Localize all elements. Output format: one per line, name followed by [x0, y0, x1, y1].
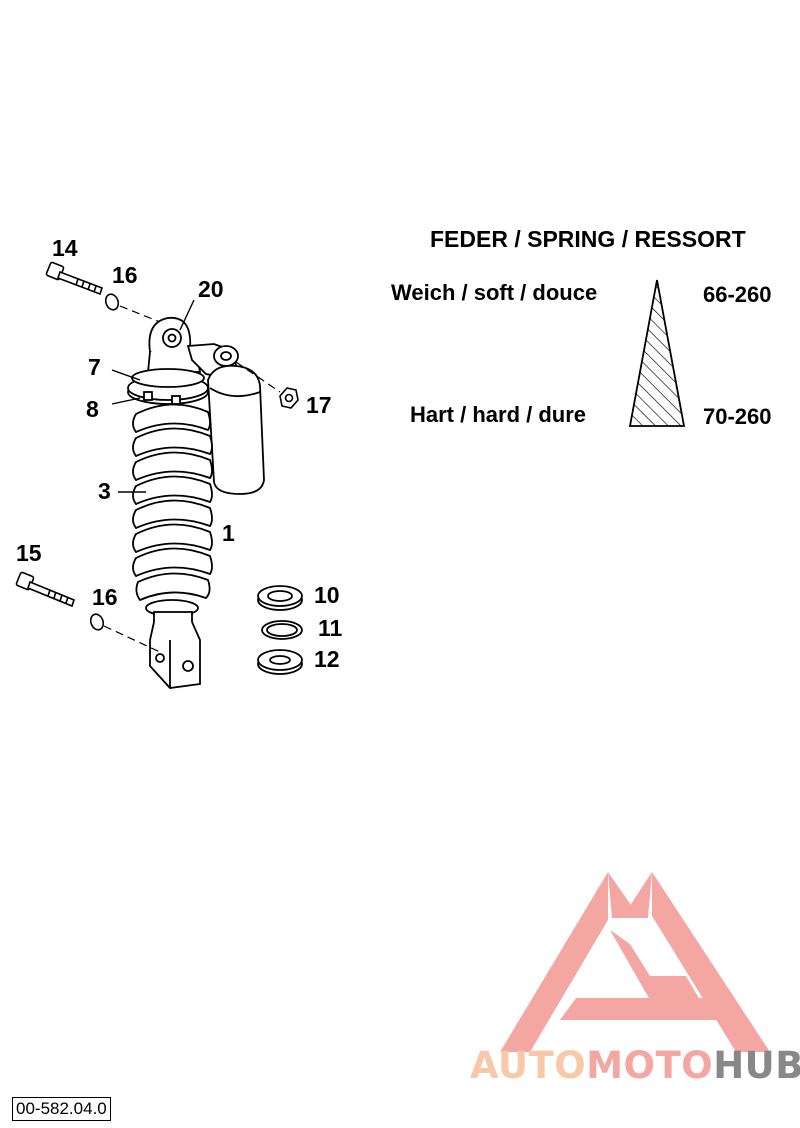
ring-11: [261, 620, 303, 640]
nut: [279, 387, 299, 409]
watermark-text: AUTOMOTOHUB: [470, 1044, 800, 1087]
bolt-lower: [15, 571, 75, 608]
spacer-ring-10: [257, 585, 303, 611]
spring-row-soft-value: 66-260: [703, 282, 772, 307]
hardness-wedge: [628, 279, 686, 427]
callout-3: 3: [98, 478, 111, 504]
spring-table-title: FEDER / SPRING / RESSORT: [430, 226, 746, 252]
reservoir: [186, 343, 265, 495]
axis-line-nut: [235, 361, 281, 393]
callout-16-upper: 16: [112, 262, 138, 288]
callout-12: 12: [314, 646, 340, 672]
callout-11: 11: [318, 615, 343, 641]
leader-lines: [111, 299, 195, 493]
watermark-logo: [500, 872, 770, 1052]
callout-20: 20: [198, 276, 224, 302]
callout-7: 7: [88, 354, 101, 380]
washer-lower: [89, 613, 105, 631]
lower-clevis: [145, 599, 201, 689]
callout-16-lower: 16: [92, 584, 118, 610]
coil-spring: [132, 403, 213, 602]
spring-row-hard-value: 70-260: [703, 404, 772, 429]
callout-10: 10: [314, 582, 340, 608]
spring-row-hard-label: Hart / hard / dure: [410, 402, 587, 427]
spring-row-soft-label: Weich / soft / douce: [391, 280, 598, 305]
reference-number: 00-582.04.0: [12, 1097, 111, 1121]
callout-8: 8: [86, 396, 99, 422]
spring-seat-12: [257, 649, 303, 675]
callout-15: 15: [16, 540, 42, 566]
axis-line-upper: [119, 305, 161, 323]
bolt-upper: [45, 261, 104, 296]
axis-line-lower: [103, 625, 161, 653]
callout-17: 17: [306, 392, 332, 418]
callout-1: 1: [222, 520, 235, 546]
callout-14: 14: [52, 235, 78, 261]
preload-rings: [127, 368, 209, 405]
washer-upper: [104, 293, 120, 311]
